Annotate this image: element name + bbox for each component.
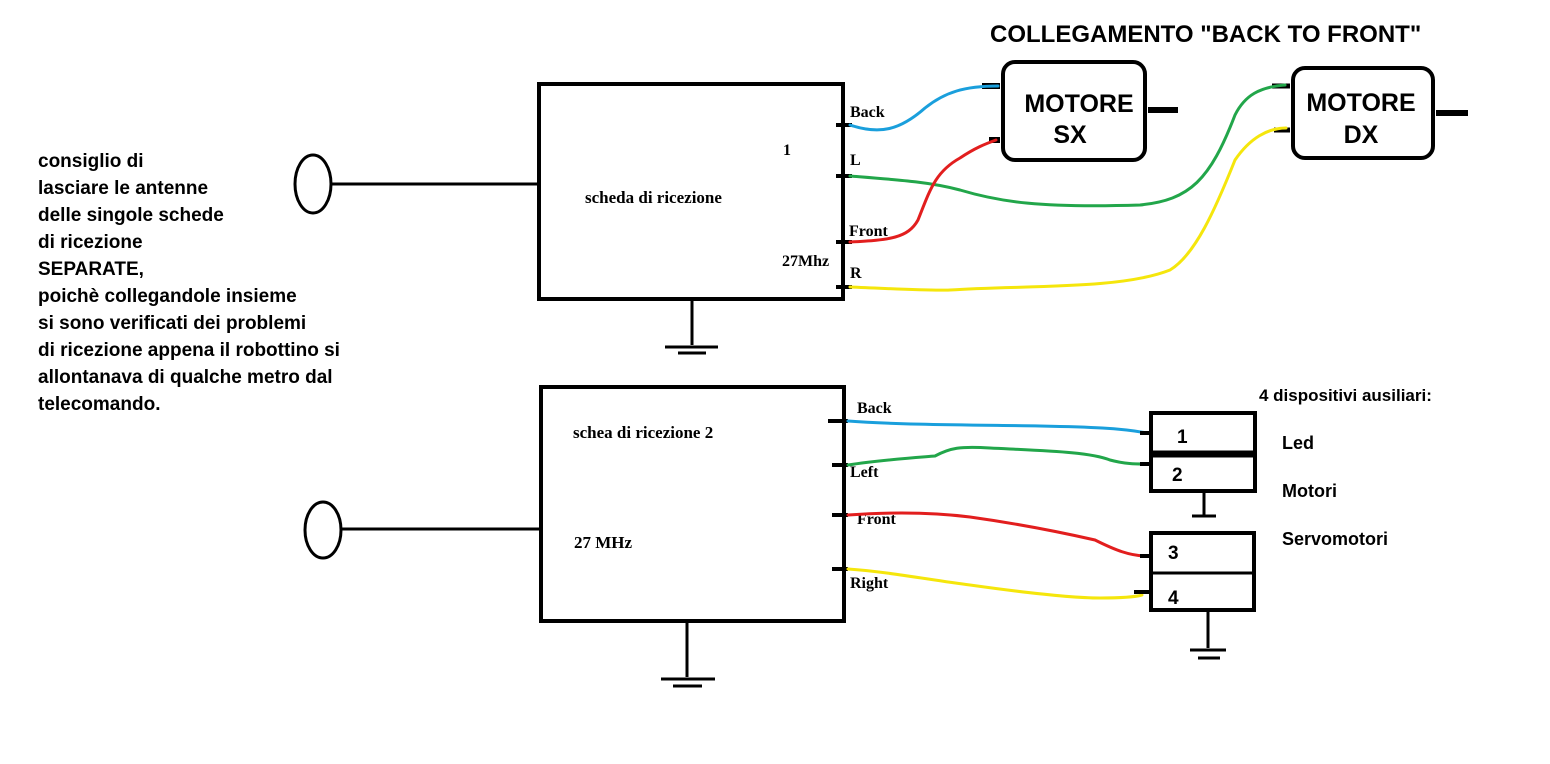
aux-slot: 1 (1177, 427, 1188, 448)
aux-slot: 4 (1168, 588, 1179, 609)
note-line: poichè collegandole insieme (38, 286, 297, 307)
antenna-2 (303, 500, 542, 560)
pin-label: Right (850, 575, 889, 592)
board-2-label: schea di ricezione 2 (573, 423, 713, 442)
motor-sx-line2: SX (1053, 121, 1087, 149)
antenna-icon (303, 500, 343, 560)
note-line: lasciare le antenne (38, 178, 208, 199)
motor-dx-line2: DX (1344, 121, 1379, 149)
motor-dx-line1: MOTORE (1306, 89, 1415, 117)
ground-icon (1190, 610, 1226, 660)
diagram-title: COLLEGAMENTO "BACK TO FRONT" (990, 21, 1421, 48)
aux-item: Motori (1282, 481, 1337, 501)
aux-slot: 3 (1168, 543, 1179, 564)
wire-back-blue (848, 84, 1000, 132)
note-line: di ricezione (38, 232, 143, 253)
wire-right-yellow (846, 567, 1144, 600)
note-line: consiglio di (38, 151, 144, 172)
ground-icon (661, 621, 715, 688)
ground-icon (665, 299, 718, 355)
note-line: allontanava di qualche metro dal (38, 367, 333, 388)
wire-r-yellow (848, 126, 1288, 292)
aux-item: Servomotori (1282, 529, 1388, 549)
aux-item: Led (1282, 433, 1314, 453)
note-line: SEPARATE, (38, 259, 144, 280)
pin-label: Back (857, 400, 892, 417)
aux-slot: 2 (1172, 465, 1183, 486)
note-text: consiglio di lasciare le antenne delle s… (38, 151, 340, 415)
wire-left-green (846, 445, 1149, 467)
antenna-icon (293, 153, 333, 215)
board-1-label: scheda di ricezione (585, 188, 722, 207)
wire-back-blue (846, 419, 1149, 435)
pin-label: Left (850, 464, 879, 481)
pin-label: R (850, 265, 862, 282)
pin-label: Front (849, 223, 888, 240)
wire-l-green (848, 83, 1287, 208)
note-line: si sono verificati dei problemi (38, 313, 306, 334)
note-line: di ricezione appena il robottino si (38, 340, 340, 361)
motor-dx (1291, 66, 1435, 160)
note-line: telecomando. (38, 394, 160, 415)
board-1-number: 1 (783, 142, 791, 159)
wire-front-red (848, 138, 998, 244)
motor-sx (1001, 60, 1147, 162)
board-2-frequency: 27 MHz (574, 533, 633, 552)
wire-front-red (846, 511, 1149, 558)
pin-label: Back (850, 104, 885, 121)
aux-heading: 4 dispositivi ausiliari: (1259, 386, 1432, 405)
pin-label: L (850, 152, 861, 169)
note-line: delle singole schede (38, 205, 224, 226)
receiver-board-2 (539, 385, 846, 623)
board-1-frequency: 27Mhz (782, 253, 829, 270)
motor-sx-line1: MOTORE (1024, 90, 1133, 118)
antenna-1 (293, 153, 540, 215)
